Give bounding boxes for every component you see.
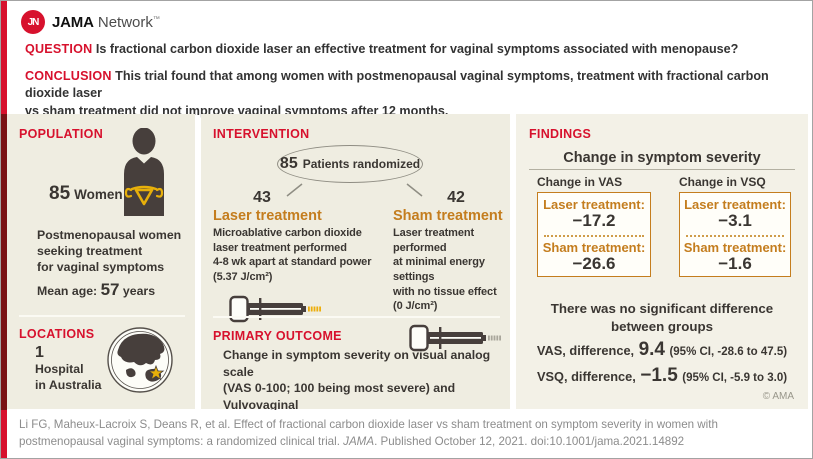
jama-network-logo-icon: JN	[21, 10, 45, 34]
vsq-box-label: Change in VSQ	[679, 175, 766, 189]
brand-name-light: Network	[97, 13, 153, 31]
sham-arm-title: Sham treatment	[393, 208, 503, 224]
trademark: ™	[152, 15, 160, 23]
randomized-ellipse: 85 Patients randomized	[277, 145, 423, 183]
vsq-laser-label: Laser treatment:	[684, 197, 786, 212]
primary-outcome-heading: PRIMARY OUTCOME	[213, 329, 342, 343]
sham-arm-count: 42	[447, 189, 465, 206]
mean-age: Mean age: 57 years	[37, 280, 155, 300]
vsq-sham-value: −1.6	[718, 253, 752, 273]
mean-age-value: 57	[100, 280, 120, 299]
population-count-number: 85	[49, 183, 71, 204]
population-count-unit: Women	[74, 187, 123, 202]
sham-arm: Sham treatment Laser treatment performed…	[393, 208, 506, 353]
vsq-result-box: Laser treatment: −3.1 Sham treatment: −1…	[679, 192, 791, 277]
vas-box-dotted-divider	[544, 234, 644, 237]
vsq-difference-value: −1.5	[640, 365, 678, 386]
vas-sham-label: Sham treatment:	[542, 239, 646, 255]
header: JN JAMA Network™ QUESTION Is fractional …	[7, 1, 812, 118]
intervention-column: INTERVENTION 85 Patients randomized 43 4…	[201, 114, 510, 445]
findings-column: FINDINGS Change in symptom severity Chan…	[516, 114, 808, 409]
vas-difference-value: 9.4	[638, 339, 665, 360]
brand-name: JAMA Network™	[52, 14, 160, 31]
treatment-arms: Laser treatment Microablative carbon dio…	[213, 208, 506, 353]
mean-age-label: Mean age:	[37, 284, 98, 298]
vas-box-label: Change in VAS	[537, 175, 623, 189]
citation-text-before: Li FG, Maheux-Lacroix S, Deans R, et al.…	[19, 418, 718, 448]
laser-device-icon	[229, 295, 321, 322]
brand: JN JAMA Network™	[21, 10, 798, 34]
vsq-sham-label: Sham treatment:	[683, 239, 787, 255]
locations-heading: LOCATIONS	[19, 327, 95, 341]
brand-name-bold: JAMA	[52, 13, 94, 31]
globe-australia-icon	[107, 327, 173, 393]
findings-heading: FINDINGS	[529, 127, 592, 141]
randomized-count: 85	[279, 155, 298, 172]
vsq-difference-line: VSQ, difference, −1.5 (95% CI, -5.9 to 3…	[516, 365, 808, 387]
question-label: QUESTION	[25, 42, 93, 56]
no-difference-text: There was no significant difference betw…	[550, 301, 774, 334]
vsq-difference-prefix: VSQ, difference,	[536, 369, 636, 384]
conclusion-label: CONCLUSION	[25, 68, 112, 83]
vas-difference-ci: (95% CI, -28.6 to 47.5)	[669, 346, 788, 358]
randomized-label: Patients randomized	[302, 157, 421, 171]
population-heading: POPULATION	[19, 127, 104, 141]
question-text: Is fractional carbon dioxide laser an ef…	[95, 42, 739, 56]
intervention-outcome-divider	[213, 316, 500, 318]
findings-divider	[529, 169, 795, 170]
sham-device-icon	[409, 324, 501, 351]
vas-sham-value: −26.6	[572, 253, 616, 273]
citation-text-after: . Published October 12, 2021. doi:10.100…	[374, 434, 685, 448]
mean-age-unit: years	[122, 284, 156, 298]
citation-journal: JAMA	[343, 434, 375, 448]
conclusion-line: CONCLUSION This trial found that among w…	[25, 68, 798, 121]
findings-subtitle: Change in symptom severity	[563, 150, 761, 166]
population-description: Postmenopausal women seeking treatment f…	[37, 228, 182, 275]
vas-laser-value: −17.2	[572, 211, 616, 230]
locations-count: 1	[35, 344, 44, 361]
vsq-laser-value: −3.1	[718, 211, 752, 230]
vsq-difference-ci: (95% CI, -5.9 to 3.0)	[682, 372, 788, 384]
copyright-ama: © AMA	[762, 391, 794, 402]
sham-arm-description: Laser treatment performed at minimal ene…	[393, 227, 497, 313]
vas-difference-prefix: VAS, difference,	[536, 343, 635, 358]
laser-arm-count: 43	[253, 189, 271, 206]
left-accent-bar-bottom	[1, 410, 7, 458]
randomization-connector-lines	[286, 183, 423, 197]
question-line: QUESTION Is fractional carbon dioxide la…	[25, 41, 798, 59]
woman-figure-icon	[124, 128, 164, 216]
vsq-box-dotted-divider	[686, 234, 784, 237]
vas-result-box: Laser treatment: −17.2 Sham treatment: −…	[537, 192, 651, 277]
left-accent-bar-top	[1, 1, 7, 114]
logo-initials: JN	[27, 16, 40, 28]
citation: Li FG, Maheux-Lacroix S, Deans R, et al.…	[7, 410, 812, 458]
laser-arm-title: Laser treatment	[213, 208, 322, 224]
laser-arm-description: Microablative carbon dioxide laser treat…	[213, 227, 372, 283]
intervention-heading: INTERVENTION	[213, 127, 310, 141]
laser-arm: Laser treatment Microablative carbon dio…	[213, 208, 381, 353]
locations-description: Hospital in Australia	[35, 362, 102, 392]
conclusion-text: This trial found that among women with p…	[25, 68, 769, 118]
vas-difference-line: VAS, difference, 9.4 (95% CI, -28.6 to 4…	[516, 339, 808, 361]
left-accent-bar-middle	[1, 114, 7, 410]
vas-laser-label: Laser treatment:	[543, 197, 645, 212]
population-locations-divider	[19, 315, 185, 317]
